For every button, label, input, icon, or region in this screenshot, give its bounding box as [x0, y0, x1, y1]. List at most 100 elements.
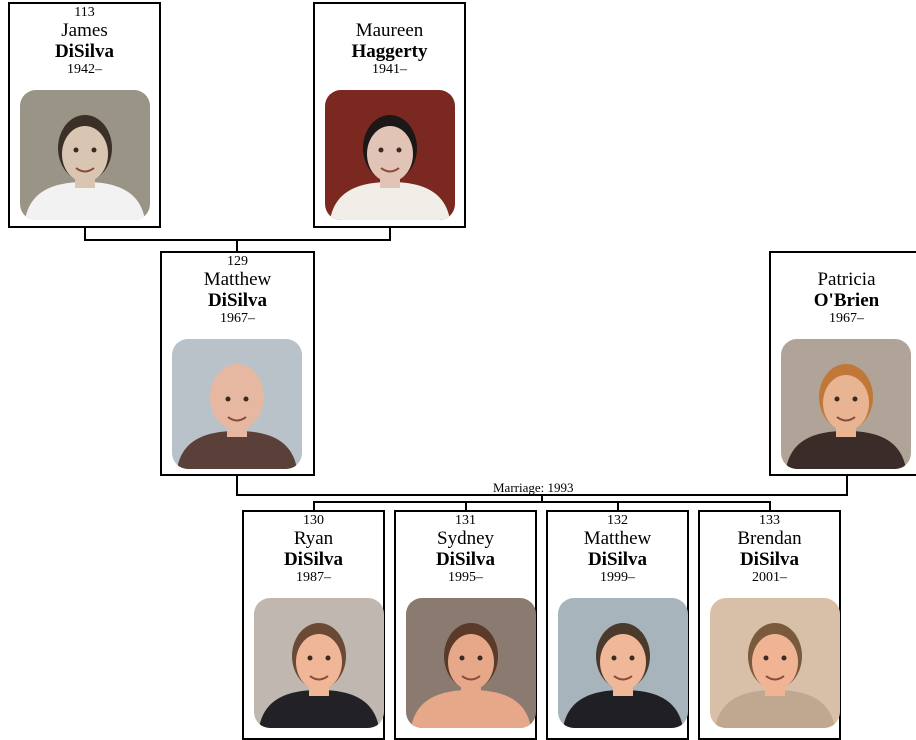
person-last-name: Haggerty — [351, 41, 428, 62]
photo-shoulders — [715, 690, 835, 728]
photo-mouth — [461, 675, 481, 681]
person-photo — [710, 598, 840, 728]
photo-eye — [243, 396, 249, 402]
person-last-name: DiSilva — [435, 549, 496, 570]
photo-face — [296, 634, 342, 690]
photo-shoulders — [411, 690, 531, 728]
photo-shoulders — [786, 431, 906, 469]
person-first-name: Ryan — [293, 528, 334, 549]
connector-line — [236, 239, 238, 252]
connector-line — [617, 501, 619, 511]
connector-line — [84, 226, 86, 241]
person-photo — [172, 339, 302, 469]
person-last-name: O'Brien — [813, 290, 880, 311]
photo-eye — [477, 655, 483, 661]
person-photo — [558, 598, 688, 728]
connector-line — [769, 501, 771, 511]
photo-eye — [852, 396, 858, 402]
person-first-name: Sydney — [437, 528, 494, 549]
person-id: 129 — [227, 254, 248, 269]
photo-face — [600, 634, 646, 690]
connector-line — [389, 226, 391, 241]
photo-eye — [396, 147, 402, 153]
photo-mouth — [309, 675, 329, 681]
photo-eye — [459, 655, 465, 661]
photo-face — [62, 126, 108, 182]
photo-eye — [629, 655, 635, 661]
person-last-name: DiSilva — [587, 549, 648, 570]
photo-mouth — [613, 675, 633, 681]
person-photo — [406, 598, 536, 728]
person-first-name: Matthew — [583, 528, 652, 549]
person-id: 132 — [607, 513, 628, 528]
photo-shoulders — [563, 690, 683, 728]
photo-eye — [763, 655, 769, 661]
photo-eye — [225, 396, 231, 402]
person-years: 1999– — [600, 570, 635, 585]
person-last-name: DiSilva — [739, 549, 800, 570]
person-id — [771, 255, 916, 269]
photo-mouth — [836, 416, 856, 422]
photo-eye — [378, 147, 384, 153]
person-years: 1987– — [296, 570, 331, 585]
person-years: 1967– — [829, 311, 864, 326]
photo-face — [823, 375, 869, 431]
photo-mouth — [380, 167, 400, 173]
person-last-name: DiSilva — [207, 290, 268, 311]
photo-face — [367, 126, 413, 182]
photo-mouth — [765, 675, 785, 681]
connector-line — [465, 501, 467, 511]
photo-eye — [781, 655, 787, 661]
person-years: 1995– — [448, 570, 483, 585]
photo-shoulders — [177, 431, 297, 469]
person-first-name: Patricia — [817, 269, 876, 290]
marriage-label: Marriage: 1993 — [493, 480, 574, 495]
person-last-name: DiSilva — [283, 549, 344, 570]
photo-eye — [325, 655, 331, 661]
photo-eye — [307, 655, 313, 661]
person-last-name: DiSilva — [54, 41, 115, 62]
photo-eye — [834, 396, 840, 402]
photo-mouth — [75, 167, 95, 173]
person-id: 131 — [455, 513, 476, 528]
person-first-name: James — [61, 20, 108, 41]
connector-line — [541, 494, 543, 502]
photo-eye — [611, 655, 617, 661]
person-photo — [325, 90, 455, 220]
photo-face — [752, 634, 798, 690]
photo-face — [448, 634, 494, 690]
photo-shoulders — [259, 690, 379, 728]
person-photo — [20, 90, 150, 220]
person-id: 130 — [303, 513, 324, 528]
photo-eye — [91, 147, 97, 153]
person-photo — [254, 598, 384, 728]
person-first-name: Matthew — [203, 269, 272, 290]
person-id: 113 — [74, 5, 95, 20]
connector-line — [313, 501, 771, 503]
connector-line — [313, 501, 315, 511]
connector-line — [846, 474, 848, 496]
photo-shoulders — [330, 182, 450, 220]
person-first-name: Brendan — [737, 528, 802, 549]
photo-mouth — [227, 416, 247, 422]
person-years: 1942– — [67, 62, 102, 77]
person-first-name: Maureen — [355, 20, 424, 41]
connector-line — [236, 474, 238, 496]
person-photo — [781, 339, 911, 469]
person-years: 2001– — [752, 570, 787, 585]
photo-shoulders — [25, 182, 145, 220]
photo-eye — [73, 147, 79, 153]
person-years: 1967– — [220, 311, 255, 326]
person-id — [315, 6, 464, 20]
person-id: 133 — [759, 513, 780, 528]
person-years: 1941– — [372, 62, 407, 77]
photo-face — [214, 375, 260, 431]
